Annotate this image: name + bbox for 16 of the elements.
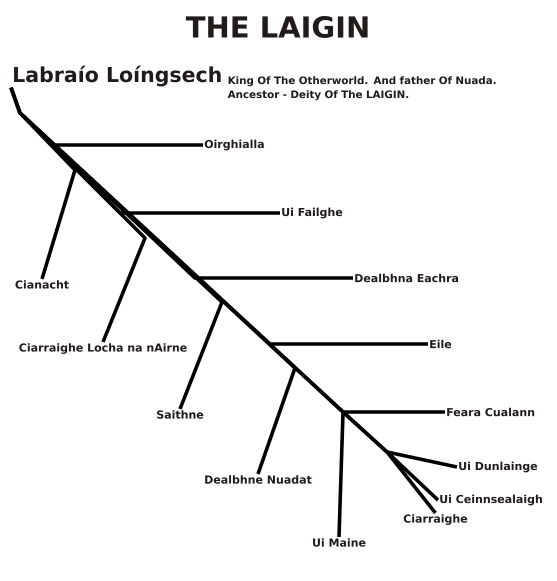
branch-label: Dealbhna Eachra: [355, 274, 458, 282]
branch-label: Ciarraighe Locha na nAirne: [19, 343, 187, 354]
branch-label: Oirghialla: [204, 140, 264, 150]
branch-label: Saithne: [157, 410, 204, 419]
branch-label: Cianacht: [15, 280, 69, 289]
description-text: King Of The Otherworld. And father Of Nuada. Ancestor - Deity Of The LAIGIN.: [228, 76, 496, 100]
title: THE LAIGIN: [186, 16, 368, 38]
branch-label: Ciarraighe: [404, 514, 468, 525]
ancestor-name: Labraío Loíngsech: [14, 66, 221, 86]
branch-label: Ui Ceinnsealaigh: [440, 494, 542, 506]
branch-label: Eile: [430, 340, 452, 348]
branch-label: Ui Dunlainge: [459, 462, 538, 472]
branch-label: Dealbhne Nuadat: [205, 475, 312, 484]
branch-label: Ui Maine: [313, 538, 366, 547]
branch-label: Feara Cualann: [447, 408, 534, 416]
branch-label: Ui Failghe: [282, 208, 342, 218]
